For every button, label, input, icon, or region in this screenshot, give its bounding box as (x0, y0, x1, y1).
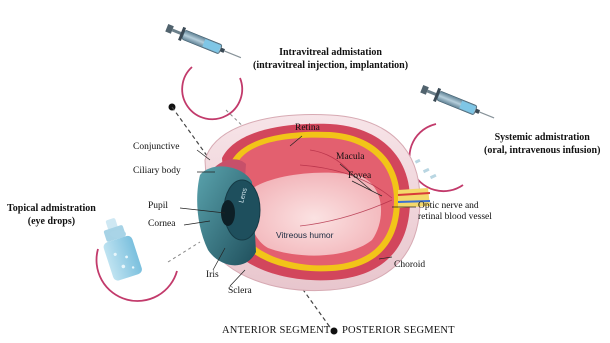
label-pupil: Pupil (148, 201, 168, 212)
intravitreal-route-label: Intravitreal admistation (intravitreal i… (253, 46, 408, 72)
label-iris: Iris (206, 270, 219, 281)
topical-route-label: Topical admistration (eye drops) (7, 202, 96, 228)
topical-subtitle: (eye drops) (7, 215, 96, 228)
drop-icon (110, 230, 126, 238)
label-optic-nerve-line2: retinal blood vessel (418, 212, 492, 223)
label-choroid: Choroid (394, 260, 425, 271)
label-sclera: Sclera (228, 286, 252, 297)
systemic-drops (415, 159, 437, 179)
intravitreal-syringe-icon (164, 21, 243, 64)
label-vitreous-humor: Vitreous humor (276, 230, 333, 241)
label-ciliary-body: Ciliary body (133, 166, 181, 177)
systemic-title: Systemic admistration (484, 131, 600, 144)
vitreous-shape (248, 173, 381, 256)
eye-drop-bottle-icon (96, 215, 143, 282)
intravitreal-ring (182, 67, 242, 119)
label-fovea: Fovea (348, 171, 371, 182)
label-optic-nerve-line1: Optic nerve and (418, 201, 492, 212)
topical-pointer (168, 242, 200, 262)
intravitreal-subtitle: (intravitreal injection, implantation) (253, 59, 408, 72)
intravitreal-title: Intravitreal admistation (253, 46, 408, 59)
label-optic-nerve: Optic nerve and retinal blood vessel (418, 201, 492, 223)
systemic-route-label: Systemic admistration (oral, intravenous… (484, 131, 600, 157)
divider-bottom-dot (331, 328, 338, 335)
label-anterior-segment: ANTERIOR SEGMENT (222, 325, 331, 336)
label-conjunctive: Conjunctive (133, 142, 179, 153)
systemic-syringe-icon (419, 82, 497, 124)
label-macula: Macula (336, 152, 365, 163)
topical-title: Topical admistration (7, 202, 96, 215)
label-posterior-segment: POSTERIOR SEGMENT (342, 325, 455, 336)
label-cornea: Cornea (148, 219, 175, 230)
label-retina: Retina (295, 123, 320, 134)
systemic-subtitle: (oral, intravenous infusion) (484, 144, 600, 157)
